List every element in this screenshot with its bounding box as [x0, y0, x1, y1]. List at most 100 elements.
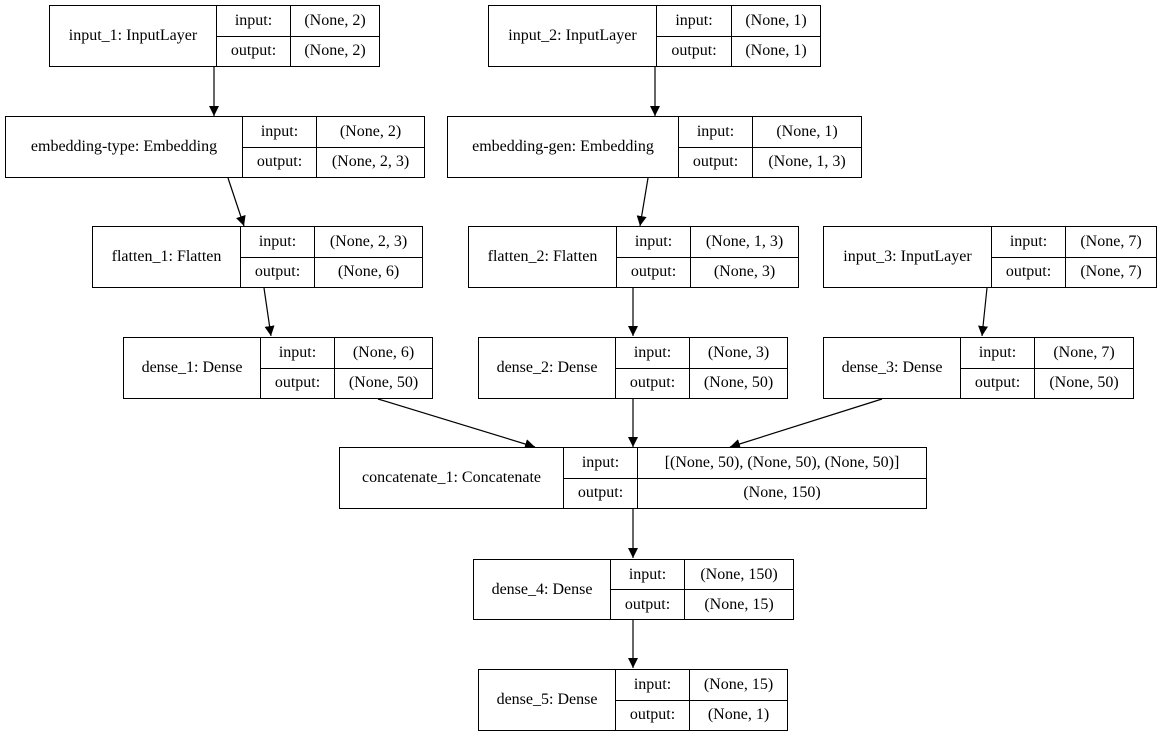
node-dense_5-io-labels: input: output: [616, 670, 690, 730]
input-shape: [(None, 50), (None, 50), (None, 50)] [638, 448, 926, 479]
node-dense_1-name: dense_1: Dense [124, 338, 261, 398]
node-dense_2-name: dense_2: Dense [479, 338, 616, 398]
node-dense_4-shapes: (None, 150) (None, 15) [685, 560, 793, 619]
output-label: output: [256, 153, 303, 171]
input-label: input: [611, 560, 684, 590]
node-input_1-name: input_1: InputLayer [50, 6, 217, 66]
input-label: input: [261, 338, 334, 369]
output-shape: (None, 150) [743, 484, 821, 502]
node-embedding_gen-io-labels: input: output: [679, 117, 753, 177]
node-embedding_gen: embedding-gen: Embedding input: output: … [447, 116, 862, 178]
node-embedding_type: embedding-type: Embedding input: output:… [5, 116, 425, 178]
node-input_3-shapes: (None, 7) (None, 7) [1066, 227, 1156, 287]
node-input_2: input_2: InputLayer input: output: (None… [488, 5, 821, 67]
node-embedding_type-shapes: (None, 2) (None, 2, 3) [317, 117, 424, 177]
input-shape: (None, 2) [317, 117, 424, 148]
output-shape: (None, 50) [1049, 374, 1119, 392]
edge-embedding_type-flatten_1 [227, 177, 246, 227]
node-dense_5-name: dense_5: Dense [479, 670, 616, 730]
output-label: output: [692, 153, 739, 171]
output-shape: (None, 1, 3) [768, 153, 846, 171]
output-label: output: [274, 374, 321, 392]
node-flatten_1-io-labels: input: output: [241, 227, 315, 287]
node-dense_5: dense_5: Dense input: output: (None, 15)… [478, 669, 788, 731]
node-input_1: input_1: InputLayer input: output: (None… [49, 5, 380, 67]
node-dense_4-name: dense_4: Dense [474, 560, 611, 619]
input-label: input: [616, 670, 689, 701]
output-label: output: [629, 706, 676, 724]
node-dense_1-io-labels: input: output: [261, 338, 335, 398]
node-dense_5-shapes: (None, 15) (None, 1) [690, 670, 787, 730]
input-label: input: [564, 448, 637, 479]
output-shape: (None, 7) [1080, 263, 1142, 281]
node-dense_2: dense_2: Dense input: output: (None, 3) … [478, 337, 788, 399]
output-label: output: [630, 263, 677, 281]
input-shape: (None, 3) [690, 338, 787, 369]
input-label: input: [616, 338, 689, 369]
output-shape: (None, 3) [713, 263, 776, 281]
output-shape: (None, 2) [304, 42, 366, 60]
node-concatenate_1: concatenate_1: Concatenate input: output… [339, 447, 927, 509]
input-shape: (None, 1) [753, 117, 861, 148]
node-embedding_gen-shapes: (None, 1) (None, 1, 3) [753, 117, 861, 177]
input-label: input: [241, 227, 314, 258]
edge-dense_1-concatenate_1 [377, 398, 536, 449]
input-shape: (None, 15) [690, 670, 787, 701]
node-flatten_2-name: flatten_2: Flatten [469, 227, 617, 287]
output-label: output: [577, 484, 624, 502]
output-label: output: [974, 374, 1021, 392]
output-label: output: [230, 42, 277, 60]
input-label: input: [243, 117, 316, 148]
input-shape: (None, 7) [1066, 227, 1156, 258]
input-shape: (None, 2) [291, 6, 379, 37]
edge-dense_3-concatenate_1 [729, 398, 883, 449]
node-input_3: input_3: InputLayer input: output: (None… [823, 226, 1157, 288]
node-input_2-shapes: (None, 1) (None, 1) [732, 6, 820, 66]
node-dense_4: dense_4: Dense input: output: (None, 150… [473, 559, 794, 620]
node-input_2-name: input_2: InputLayer [489, 6, 657, 66]
input-label: input: [992, 227, 1065, 258]
node-input_3-name: input_3: InputLayer [824, 227, 992, 287]
node-embedding_type-io-labels: input: output: [243, 117, 317, 177]
node-embedding_gen-name: embedding-gen: Embedding [448, 117, 679, 177]
node-dense_3-io-labels: input: output: [961, 338, 1035, 398]
input-label: input: [961, 338, 1034, 369]
output-shape: (None, 6) [337, 263, 400, 281]
node-dense_2-shapes: (None, 3) (None, 50) [690, 338, 787, 398]
output-shape: (None, 1) [707, 706, 770, 724]
output-label: output: [254, 263, 301, 281]
node-concatenate_1-io-labels: input: output: [564, 448, 638, 508]
input-shape: (None, 2, 3) [315, 227, 422, 258]
output-label: output: [671, 42, 717, 60]
input-shape: (None, 1, 3) [691, 227, 798, 258]
node-input_2-io-labels: input: output: [657, 6, 732, 66]
node-flatten_2: flatten_2: Flatten input: output: (None,… [468, 226, 799, 288]
output-label: output: [624, 595, 671, 613]
input-shape: (None, 6) [335, 338, 432, 369]
node-flatten_2-shapes: (None, 1, 3) (None, 3) [691, 227, 798, 287]
output-shape: (None, 2, 3) [331, 153, 410, 171]
input-shape: (None, 150) [685, 560, 793, 590]
input-shape: (None, 7) [1035, 338, 1133, 369]
node-concatenate_1-name: concatenate_1: Concatenate [340, 448, 564, 508]
node-input_1-shapes: (None, 2) (None, 2) [291, 6, 379, 66]
node-flatten_1-shapes: (None, 2, 3) (None, 6) [315, 227, 422, 287]
output-label: output: [1005, 263, 1052, 281]
node-input_1-io-labels: input: output: [217, 6, 291, 66]
node-dense_3-shapes: (None, 7) (None, 50) [1035, 338, 1133, 398]
node-dense_3-name: dense_3: Dense [824, 338, 961, 398]
node-dense_3: dense_3: Dense input: output: (None, 7) … [823, 337, 1134, 399]
node-dense_1: dense_1: Dense input: output: (None, 6) … [123, 337, 433, 399]
node-flatten_1-name: flatten_1: Flatten [93, 227, 241, 287]
edge-input_3-dense_3 [978, 287, 989, 337]
input-label: input: [217, 6, 290, 37]
output-shape: (None, 50) [703, 374, 774, 392]
output-shape: (None, 50) [348, 374, 419, 392]
node-dense_4-io-labels: input: output: [611, 560, 685, 619]
node-dense_2-io-labels: input: output: [616, 338, 690, 398]
node-embedding_type-name: embedding-type: Embedding [6, 117, 243, 177]
node-concatenate_1-shapes: [(None, 50), (None, 50), (None, 50)] (No… [638, 448, 926, 508]
input-label: input: [657, 6, 731, 37]
input-label: input: [617, 227, 690, 258]
